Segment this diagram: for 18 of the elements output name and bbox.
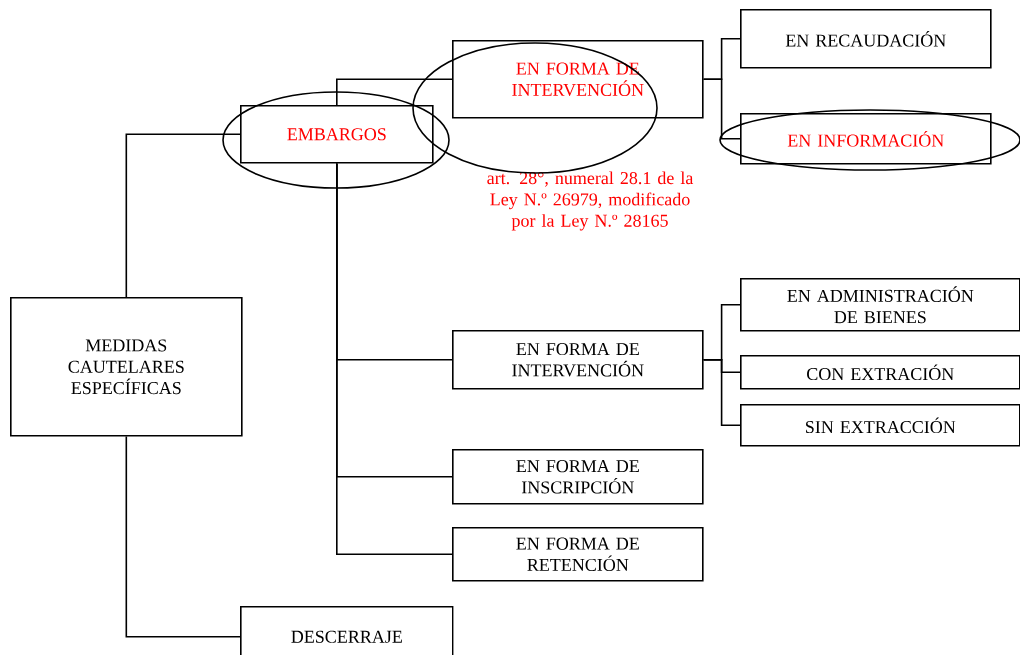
text-box: CON EXTRACIÓN xyxy=(740,355,1020,390)
text-box: EN INFORMACIÓN xyxy=(740,113,992,165)
text-box: EN RECAUDACIÓN xyxy=(740,9,992,69)
text-box: EN FORMA DE INSCRIPCIÓN xyxy=(452,449,704,505)
annotation-text: art. 28°, numeral 28.1 de la Ley N.º 26979, modificado por la Ley N.º 28165 xyxy=(487,171,694,231)
text-box: MEDIDAS CAUTELARES ESPECÍFICAS xyxy=(10,297,243,437)
text-box: DESCERRAJE xyxy=(240,606,454,655)
text-box: EN FORMA DE RETENCIÓN xyxy=(452,527,704,582)
connector xyxy=(702,78,741,140)
connector xyxy=(702,359,741,427)
connector xyxy=(125,133,241,298)
connector xyxy=(125,435,241,638)
connector xyxy=(336,78,453,106)
text-box: EMBARGOS xyxy=(240,105,434,164)
text-box: EN ADMINISTRACIÓN DE BIENES xyxy=(740,278,1020,332)
text-box: SIN EXTRACCIÓN xyxy=(740,404,1020,447)
text-box: EN FORMA DE INTERVENCIÓN xyxy=(452,330,704,390)
connector xyxy=(336,162,453,556)
